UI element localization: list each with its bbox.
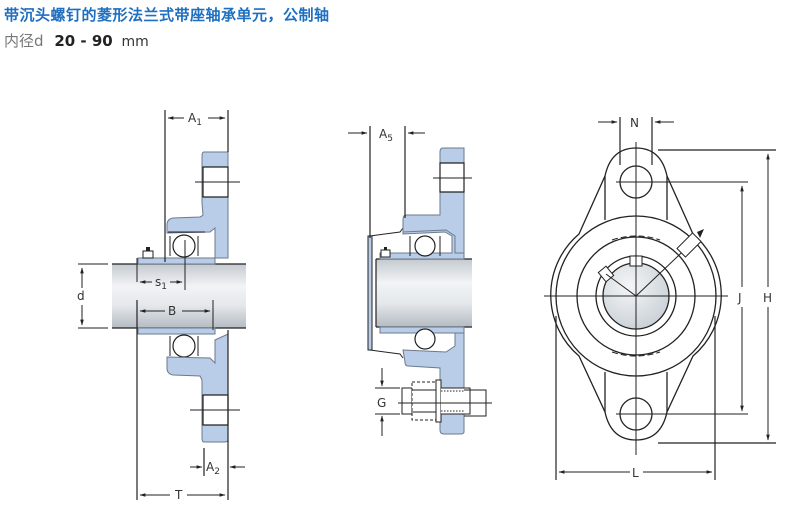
shaft bbox=[112, 264, 246, 328]
page-title: 带沉头螺钉的菱形法兰式带座轴承单元，公制轴 bbox=[4, 6, 330, 24]
bolt-section-labels: A5 G bbox=[377, 127, 393, 410]
shaft bbox=[376, 259, 472, 327]
dim-label-h: H bbox=[763, 291, 772, 305]
dim-label-g: G bbox=[377, 396, 386, 410]
bore-label: 内径d bbox=[4, 32, 44, 50]
side-section-labels: A1 s1 B d A2 T bbox=[77, 111, 220, 502]
front-view-labels: N J H L bbox=[630, 116, 772, 480]
dim-label-t: T bbox=[174, 488, 183, 502]
dim-label-j: J bbox=[737, 291, 742, 305]
dim-label-a2: A2 bbox=[206, 460, 220, 477]
dim-label-l: L bbox=[632, 466, 639, 480]
dim-label-d: d bbox=[77, 289, 85, 303]
bore-range-value: 20 - 90 bbox=[54, 32, 113, 50]
front-view bbox=[544, 117, 776, 480]
dim-label-s1: s1 bbox=[155, 275, 167, 292]
dim-label-a5: A5 bbox=[379, 127, 393, 144]
side-section-view-with-bolt bbox=[348, 126, 492, 436]
bore-range: 内径d 20 - 90 mm bbox=[4, 30, 149, 51]
dim-label-n: N bbox=[630, 116, 639, 130]
housing-lower bbox=[137, 327, 216, 335]
dim-label-a1: A1 bbox=[188, 111, 202, 128]
dim-label-b: B bbox=[168, 304, 176, 318]
bore-unit: mm bbox=[121, 34, 149, 50]
side-section-view bbox=[78, 110, 246, 500]
